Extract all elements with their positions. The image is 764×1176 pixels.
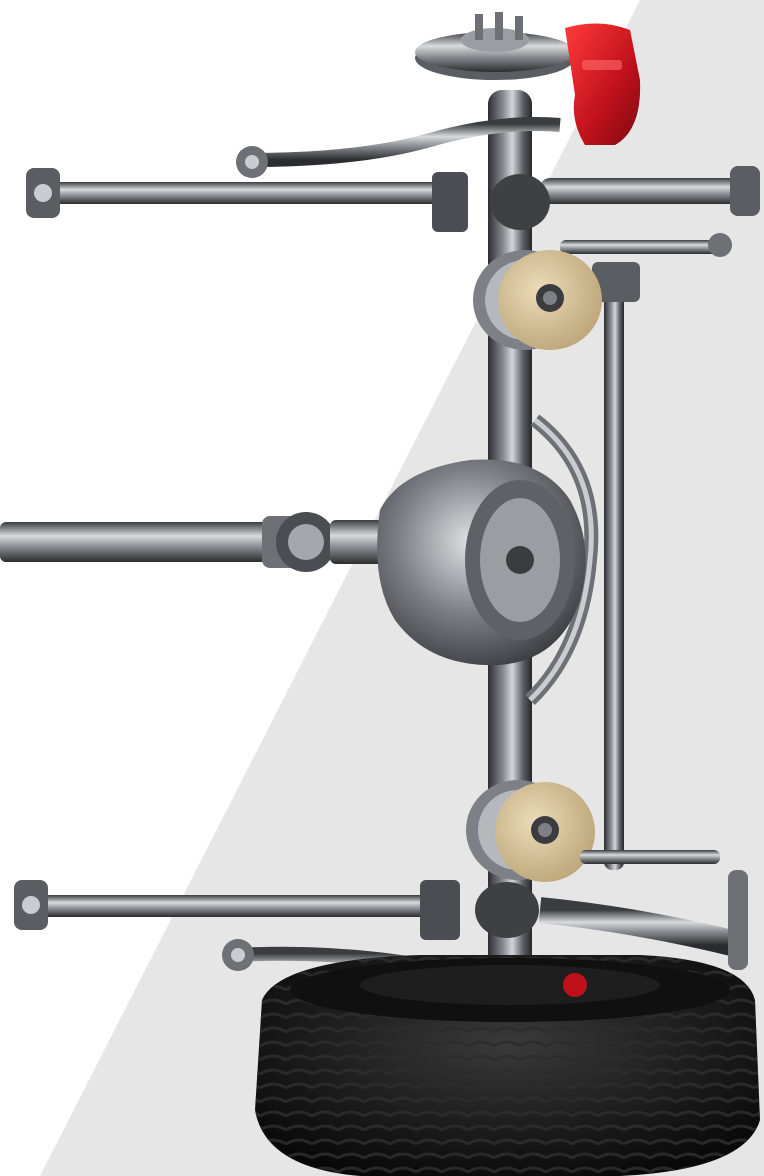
- lower-bump-stop: [475, 882, 539, 938]
- tire-icon: [255, 955, 760, 1176]
- lower-left-arm: [14, 880, 460, 940]
- differential-icon: [377, 459, 586, 666]
- upper-right-arm: [540, 166, 760, 257]
- lower-right-arm: [538, 850, 748, 970]
- driveshaft-icon: [0, 512, 390, 572]
- upper-bump-stop: [490, 174, 550, 230]
- control-arm-icon: [236, 117, 561, 178]
- lower-coil-spring: [466, 780, 595, 882]
- brake-caliper-icon: [565, 23, 641, 146]
- anti-roll-bar: [525, 262, 640, 870]
- coil-spring-icon: [473, 250, 602, 350]
- upper-left-arm: [26, 168, 468, 232]
- brake-disc-icon: [415, 12, 575, 80]
